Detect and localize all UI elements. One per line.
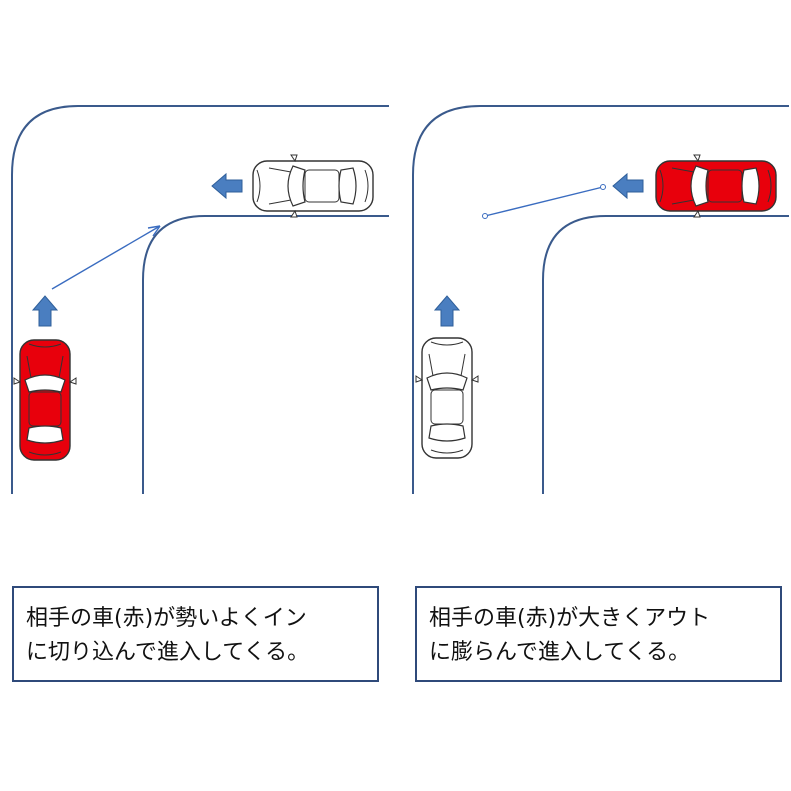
left-caption-line-2: に切り込んで進入してくる。 [26, 640, 310, 665]
right-own-car [415, 337, 479, 459]
right-opponent-car [655, 154, 777, 218]
left-opponent-car-arrow-icon [32, 295, 58, 327]
right-panel [412, 105, 789, 494]
right-own-car-arrow-icon [434, 295, 460, 327]
right-caption-line-1: 相手の車(赤)が大きくアウト [429, 606, 711, 631]
left-panel [11, 105, 389, 494]
right-road-inner-edge [542, 215, 789, 494]
right-trajectory-end-dot [482, 213, 488, 219]
right-caption-line-2: に膨らんで進入してくる。 [429, 640, 691, 665]
left-caption-line-1: 相手の車(赤)が勢いよくイン [26, 606, 307, 631]
left-opponent-car [13, 339, 77, 461]
right-opponent-car-arrow-icon [612, 173, 644, 199]
left-own-car [252, 154, 374, 218]
left-caption-box: 相手の車(赤)が勢いよくイン に切り込んで進入してくる。 [12, 586, 379, 682]
left-road-inner-edge [142, 215, 389, 494]
left-road-outer-edge [11, 105, 389, 494]
right-road-outer-edge [412, 105, 789, 494]
right-trajectory-line [484, 186, 604, 217]
left-trajectory-arrowhead [147, 225, 161, 237]
right-caption-box: 相手の車(赤)が大きくアウト に膨らんで進入してくる。 [415, 586, 782, 682]
left-own-car-arrow-icon [211, 173, 243, 199]
left-trajectory-line [51, 225, 161, 290]
right-trajectory-start-dot [600, 184, 606, 190]
